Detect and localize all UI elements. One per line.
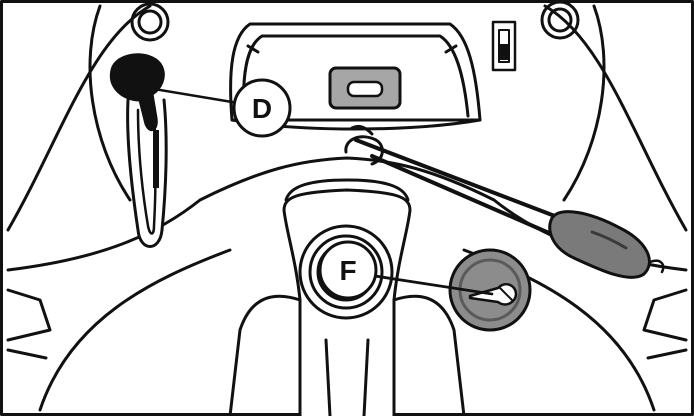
- indicator-lamp-icon: [330, 68, 400, 108]
- callout-d: D: [234, 80, 290, 136]
- callout-f: F: [320, 242, 376, 298]
- toggle-switch-icon: [493, 22, 515, 70]
- callout-f-label: F: [339, 255, 356, 286]
- callout-d-label: D: [252, 93, 272, 124]
